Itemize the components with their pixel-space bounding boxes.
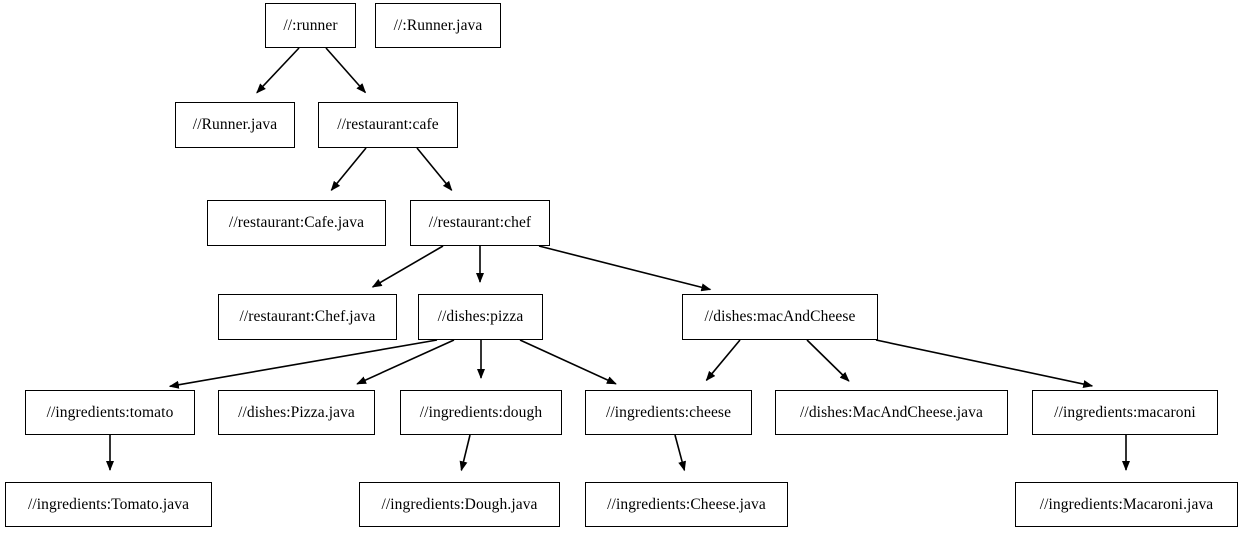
graph-node-label: //ingredients:cheese (605, 403, 732, 421)
graph-node-label: //dishes:pizza (437, 308, 524, 326)
graph-node-dough_java[interactable]: //ingredients:Dough.java (359, 482, 560, 527)
graph-node-macaroni[interactable]: //ingredients:macaroni (1032, 390, 1218, 435)
graph-node-label: //dishes:Pizza.java (238, 403, 355, 421)
graph-node-label: //ingredients:macaroni (1054, 403, 1196, 421)
graph-node-tomato[interactable]: //ingredients:tomato (25, 390, 195, 435)
graph-node-dough[interactable]: //ingredients:dough (400, 390, 562, 435)
graph-node-label: //:Runner.java (393, 16, 483, 34)
graph-node-cheese[interactable]: //ingredients:cheese (585, 390, 752, 435)
graph-node-tomato_java[interactable]: //ingredients:Tomato.java (5, 482, 212, 527)
graph-node-label: //dishes:MacAndCheese.java (800, 403, 983, 421)
graph-node-dishes_macncheese[interactable]: //dishes:macAndCheese (682, 294, 878, 340)
graph-node-cafe_java[interactable]: //restaurant:Cafe.java (207, 200, 386, 246)
graph-node-restaurant_chef[interactable]: //restaurant:chef (410, 200, 550, 246)
graph-node-cheese_java[interactable]: //ingredients:Cheese.java (585, 482, 788, 527)
graph-node-macaroni_java[interactable]: //ingredients:Macaroni.java (1015, 482, 1238, 527)
graph-node-label: //ingredients:dough (419, 403, 543, 421)
graph-node-pizza_java[interactable]: //dishes:Pizza.java (218, 390, 375, 435)
graph-node-label: //restaurant:Cafe.java (228, 214, 365, 232)
graph-node-label: //restaurant:chef (428, 214, 532, 232)
graph-node-label: //dishes:macAndCheese (704, 308, 856, 326)
graph-node-restaurant_cafe[interactable]: //restaurant:cafe (318, 102, 458, 148)
graph-node-label: //restaurant:Chef.java (239, 308, 376, 326)
graph-node-label: //ingredients:tomato (46, 403, 174, 421)
graph-node-dishes_pizza[interactable]: //dishes:pizza (418, 294, 543, 340)
graph-node-label: //ingredients:Macaroni.java (1039, 495, 1214, 513)
graph-node-label: //ingredients:Tomato.java (27, 495, 190, 513)
graph-node-label: //Runner.java (192, 116, 278, 134)
graph-node-runner[interactable]: //:runner (265, 3, 356, 48)
graph-node-macncheese_java[interactable]: //dishes:MacAndCheese.java (775, 390, 1008, 435)
graph-node-label: //ingredients:Cheese.java (607, 495, 766, 513)
graph-node-runner_java[interactable]: //Runner.java (175, 102, 295, 148)
graph-node-chef_java[interactable]: //restaurant:Chef.java (218, 294, 397, 340)
graph-node-label: //restaurant:cafe (337, 116, 439, 134)
graph-node-root_runner_java[interactable]: //:Runner.java (375, 3, 501, 48)
graph-node-label: //:runner (283, 16, 338, 34)
graph-node-label: //ingredients:Dough.java (381, 495, 538, 513)
